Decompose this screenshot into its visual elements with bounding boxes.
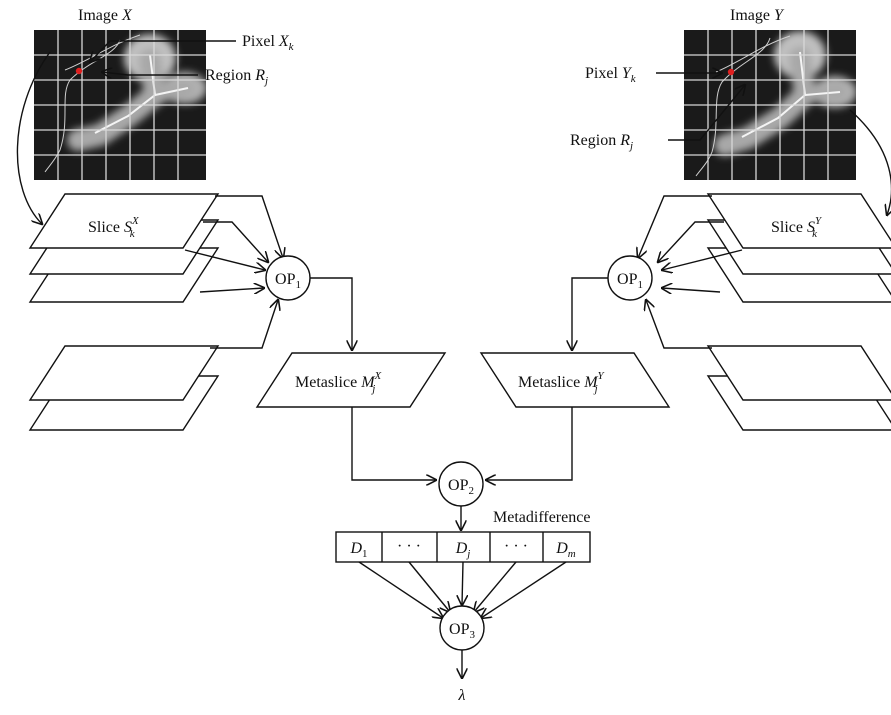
- op1-y-node: OP1: [607, 255, 653, 301]
- slice-stack-x: [28, 193, 220, 431]
- slice-y-connectors: [638, 195, 743, 349]
- svg-text:OP1: OP1: [617, 271, 643, 291]
- image-y-to-slice-arrow: [849, 109, 891, 215]
- metaslice-y-to-op2-arrow: [486, 407, 573, 480]
- metadifference-row: D1 · · · Dj · · · Dm: [335, 531, 591, 563]
- image-y-grid: [684, 30, 856, 180]
- cell-dj: Dj: [455, 540, 471, 560]
- slice-stack-y: [706, 193, 891, 431]
- cell-dots-1: · · ·: [397, 538, 421, 555]
- image-y-caption: Image Y: [730, 7, 785, 24]
- region-y-pointer: [668, 85, 745, 141]
- slice-x-1: [28, 193, 220, 249]
- metaslice-x-to-op2-arrow: [351, 407, 436, 480]
- op2-node: OP2: [438, 461, 484, 507]
- slice-y-1: [706, 193, 891, 249]
- cells-to-op3-arrows: [358, 561, 567, 618]
- pixel-y-dot: [727, 68, 735, 76]
- slice-y-4: [706, 345, 891, 401]
- op1-x-node: OP1: [265, 255, 311, 301]
- metaslice-x-shape: [255, 352, 447, 408]
- op1-y-to-metaslice-arrow: [572, 277, 608, 350]
- output-lambda: λ: [458, 687, 466, 704]
- cell-dm: Dm: [555, 540, 576, 560]
- svg-text:OP1: OP1: [275, 271, 301, 291]
- svg-text:OP2: OP2: [448, 477, 474, 497]
- metaslice-y-shape: [479, 352, 671, 408]
- region-x-pointer: [102, 72, 198, 75]
- metadifference-label: Metadifference: [493, 509, 590, 526]
- slice-x-4: [28, 345, 220, 401]
- cell-dots-2: · · ·: [504, 538, 528, 555]
- op3-node: OP3: [439, 605, 485, 651]
- cell-d1: D1: [349, 540, 367, 560]
- pixel-y-label: Pixel Yk: [585, 65, 637, 85]
- region-y-label: Region Rj: [570, 132, 633, 152]
- image-x-caption: Image X: [78, 7, 133, 24]
- image-x-to-slice-arrow: [16, 51, 51, 224]
- slice-x-connectors: [184, 195, 283, 349]
- image-x-grid: [34, 30, 206, 180]
- pixel-x-dot: [75, 67, 83, 75]
- image-y: Image Y: [570, 7, 856, 180]
- op1-x-to-metaslice-arrow: [310, 277, 352, 350]
- region-x-label: Region Rj: [205, 67, 268, 87]
- svg-text:OP3: OP3: [449, 621, 475, 641]
- pixel-x-pointer: [90, 40, 236, 62]
- pixel-x-label: Pixel Xk: [242, 33, 295, 53]
- image-x: Image X: [34, 7, 295, 180]
